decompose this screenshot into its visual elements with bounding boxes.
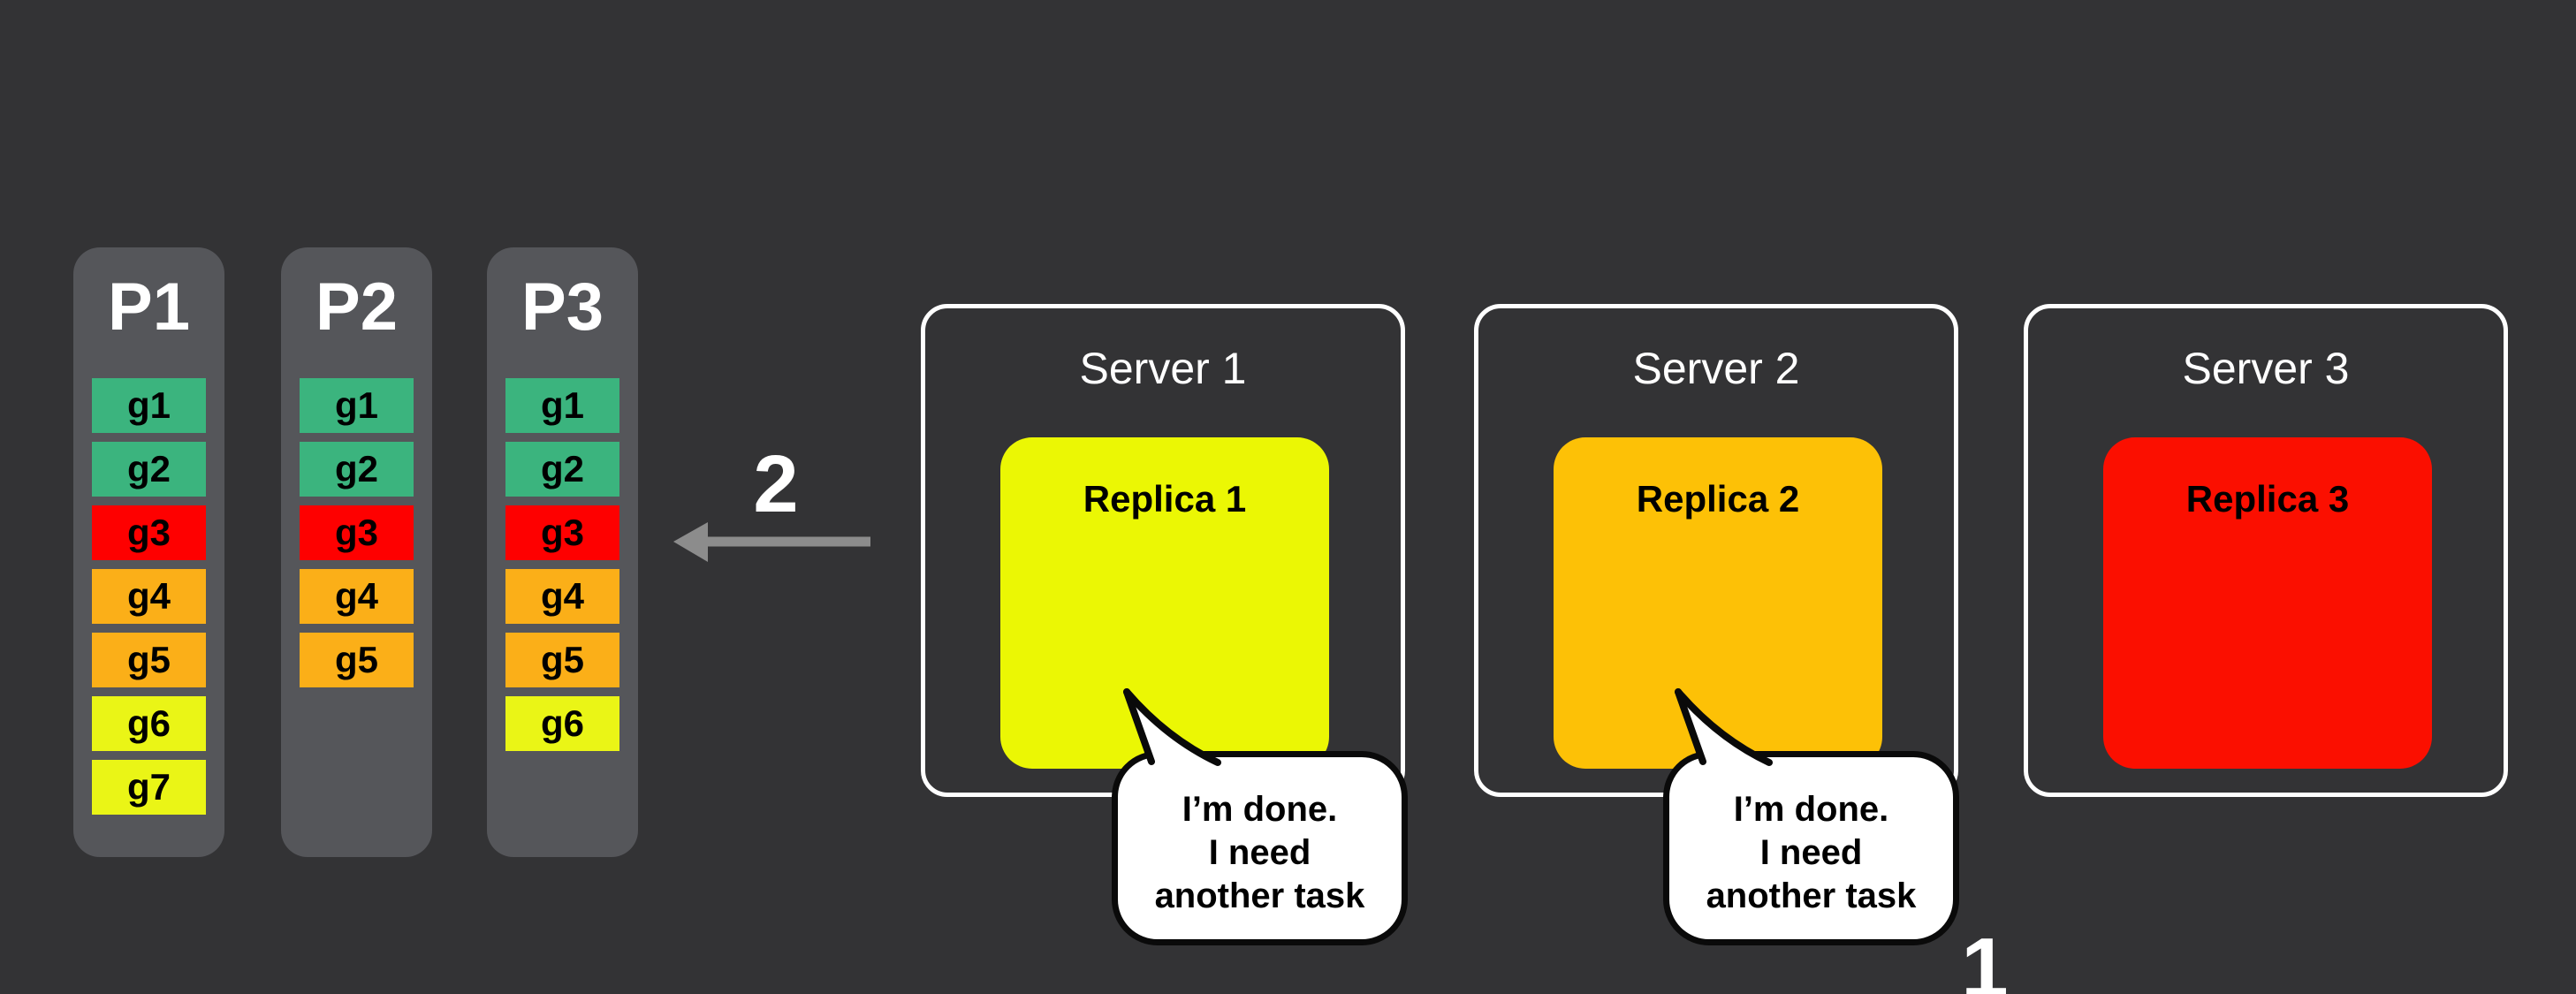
bubble-line: I need — [1759, 833, 1863, 872]
partition-p2-label: P2 — [315, 269, 398, 345]
partition-p1: P1 g1 g2 g3 g4 g5 g6 g7 — [73, 247, 224, 857]
task-chip-g1: g1 — [92, 378, 206, 433]
task-chip-g1: g1 — [505, 378, 619, 433]
partition-p2: P2 g1 g2 g3 g4 g5 — [281, 247, 432, 857]
task-chip-g3: g3 — [300, 505, 414, 560]
partition-p1-tasks: g1 g2 g3 g4 g5 g6 g7 — [92, 378, 206, 823]
speech-bubble-server-2 — [1663, 751, 1959, 945]
task-chip-g2: g2 — [505, 442, 619, 497]
task-chip-g1: g1 — [300, 378, 414, 433]
task-chip-g4: g4 — [92, 569, 206, 624]
task-chip-g7: g7 — [92, 760, 206, 815]
partition-p1-label: P1 — [108, 269, 190, 345]
partition-p3-label: P3 — [521, 269, 604, 345]
bubble-line: I need — [1208, 833, 1311, 872]
speech-bubble-server-1-text: I’m done. I need another task — [1112, 788, 1408, 918]
task-chip-g4: g4 — [505, 569, 619, 624]
task-chip-g3: g3 — [92, 505, 206, 560]
replica-3-label: Replica 3 — [2185, 478, 2350, 520]
task-chip-g6: g6 — [92, 696, 206, 751]
task-chip-g4: g4 — [300, 569, 414, 624]
replica-2: Replica 2 — [1554, 437, 1882, 769]
server-1-box: Server 1 Replica 1 — [921, 304, 1405, 797]
server-2-label: Server 2 — [1632, 344, 1800, 393]
task-chip-g6: g6 — [505, 696, 619, 751]
step-1-label: 1 — [1961, 921, 2009, 994]
replica-3: Replica 3 — [2103, 437, 2432, 769]
server-1-label: Server 1 — [1079, 344, 1247, 393]
replica-1-label: Replica 1 — [1083, 478, 1247, 520]
bubble-line: I’m done. — [1182, 790, 1338, 829]
bubble-line: I’m done. — [1733, 790, 1889, 829]
bubble-line: another task — [1154, 876, 1365, 915]
replica-2-label: Replica 2 — [1636, 478, 1800, 520]
server-2-box: Server 2 Replica 2 — [1474, 304, 1958, 797]
task-chip-g2: g2 — [300, 442, 414, 497]
partition-p3: P3 g1 g2 g3 g4 g5 g6 — [487, 247, 638, 857]
task-chip-g5: g5 — [300, 633, 414, 687]
replica-1: Replica 1 — [1000, 437, 1329, 769]
server-3-box: Server 3 Replica 3 — [2024, 304, 2508, 797]
server-3-label: Server 3 — [2182, 344, 2350, 393]
partition-p3-tasks: g1 g2 g3 g4 g5 g6 — [505, 378, 619, 760]
bubble-line: another task — [1706, 876, 1917, 915]
task-chip-g5: g5 — [505, 633, 619, 687]
task-chip-g2: g2 — [92, 442, 206, 497]
step-2-label: 2 — [753, 439, 799, 529]
partition-p2-tasks: g1 g2 g3 g4 g5 — [300, 378, 414, 696]
task-chip-g5: g5 — [92, 633, 206, 687]
speech-bubble-server-1 — [1112, 751, 1408, 945]
speech-bubble-server-2-text: I’m done. I need another task — [1663, 788, 1959, 918]
task-chip-g3: g3 — [505, 505, 619, 560]
